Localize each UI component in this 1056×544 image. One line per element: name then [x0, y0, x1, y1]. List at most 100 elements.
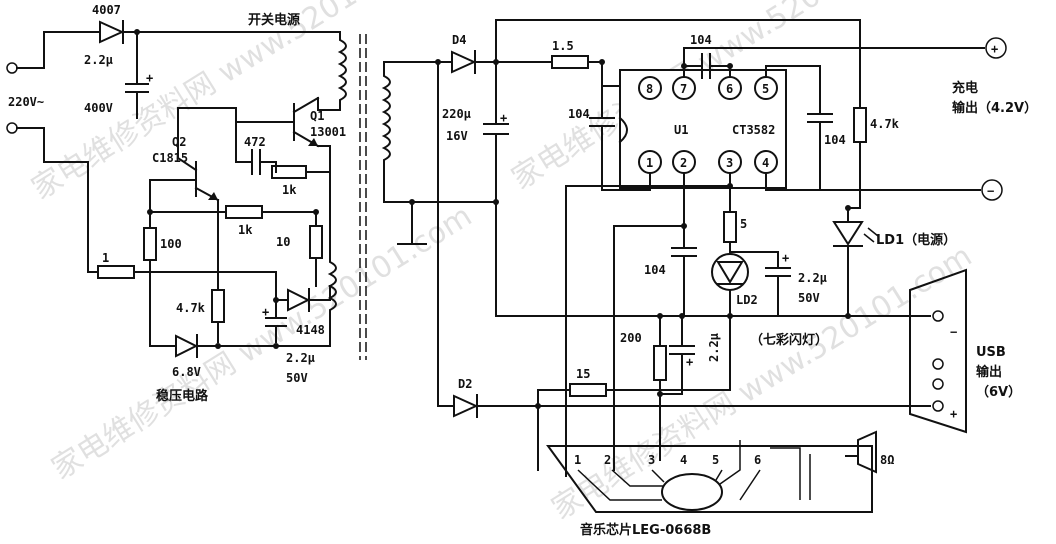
zener-6v8: 6.8V — [149, 269, 201, 379]
svg-text:+: + — [146, 71, 153, 85]
left-circuit: 220V~ 4007 开关电源 + 2.2μ 400V — [6, 3, 367, 404]
charge-output: + 充电 输出（4.2V） — [952, 37, 1037, 116]
cap-104-left: 104 — [568, 61, 651, 191]
cap-2u2-small: + 2.2μ — [659, 315, 721, 395]
right-circuit: D4 + 220μ 16V 1.5 104 U1 — [381, 19, 1037, 538]
svg-text:104: 104 — [568, 107, 590, 121]
svg-text:LD1（电源）: LD1（电源） — [876, 232, 956, 248]
svg-text:13001: 13001 — [310, 125, 346, 139]
ground-symbol — [397, 201, 427, 245]
svg-text:2.2μ: 2.2μ — [798, 271, 827, 285]
svg-text:4.7k: 4.7k — [870, 117, 900, 131]
svg-text:4: 4 — [680, 453, 687, 467]
svg-text:50V: 50V — [798, 291, 820, 305]
svg-text:1.5: 1.5 — [552, 39, 574, 53]
resistor-1k-mid: 1k — [147, 205, 319, 237]
svg-text:CT3582: CT3582 — [732, 123, 775, 137]
svg-text:50V: 50V — [286, 371, 308, 385]
svg-text:1: 1 — [574, 453, 581, 467]
svg-text:8Ω: 8Ω — [880, 453, 894, 467]
cap-104-bottom: 104 — [644, 172, 697, 317]
primary-winding — [337, 31, 347, 111]
cap-104-right: 104 — [765, 65, 846, 191]
svg-text:16V: 16V — [446, 129, 468, 143]
cap-472: 472 — [235, 135, 277, 175]
svg-text:400V: 400V — [84, 101, 113, 115]
svg-text:7: 7 — [680, 82, 687, 96]
svg-text:8: 8 — [646, 82, 653, 96]
svg-text:1: 1 — [102, 251, 109, 265]
svg-text:104: 104 — [824, 133, 846, 147]
usb-connector: − + USB 输出 （6V） — [909, 268, 1021, 434]
feedback-winding — [149, 239, 337, 347]
flash-label: （七彩闪灯） — [750, 332, 828, 348]
regulator-label: 稳压电路 — [156, 388, 209, 404]
led-ld2: LD2 — [711, 253, 758, 317]
svg-text:D2: D2 — [458, 377, 472, 391]
switch-psu-title: 开关电源 — [248, 12, 300, 28]
svg-text:+: + — [686, 355, 693, 369]
svg-text:200: 200 — [620, 331, 642, 345]
svg-text:1k: 1k — [282, 183, 297, 197]
transistor-q1: Q1 13001 — [292, 96, 346, 148]
cap-2u2-50v-left: + 2.2μ 50V — [262, 299, 315, 385]
ic-u1-ct3582: U1 CT3582 8 7 6 5 1 2 3 4 — [618, 69, 787, 189]
svg-text:4.7k: 4.7k — [176, 301, 206, 315]
watermark-text-3: 家电维修资料网 www.520101.com — [46, 198, 478, 486]
minus-output: − — [765, 172, 1003, 201]
secondary-winding — [381, 61, 413, 203]
watermark-layer: 家电维修资料网 www.520101.com 家电维修资料网 www.52010… — [26, 0, 978, 527]
svg-text:4: 4 — [762, 156, 769, 170]
svg-text:1: 1 — [646, 156, 653, 170]
svg-text:10: 10 — [276, 235, 290, 249]
svg-text:15: 15 — [576, 367, 590, 381]
resistor-1k-top: 1k — [271, 161, 331, 197]
cap-220u: + 220μ 16V — [442, 61, 509, 317]
svg-text:220μ: 220μ — [442, 107, 471, 121]
svg-text:+: + — [782, 251, 789, 265]
led-ld1: LD1（电源） — [832, 207, 956, 317]
svg-text:Q1: Q1 — [310, 109, 324, 123]
svg-text:5: 5 — [740, 217, 747, 231]
cap-2u2-400v: + 2.2μ 400V — [84, 29, 153, 119]
svg-text:3: 3 — [726, 156, 733, 170]
svg-text:LD2: LD2 — [736, 293, 758, 307]
svg-text:2.2μ: 2.2μ — [707, 333, 721, 362]
svg-text:USB: USB — [976, 345, 1006, 360]
svg-text:472: 472 — [244, 135, 266, 149]
svg-text:5: 5 — [712, 453, 719, 467]
svg-text:+: + — [991, 42, 998, 56]
ac-terminal-top — [6, 62, 18, 74]
svg-text:4148: 4148 — [296, 323, 325, 337]
svg-text:U1: U1 — [674, 123, 688, 137]
resistor-5: 5 — [723, 172, 747, 253]
resistor-15: 15 — [537, 315, 731, 407]
watermark-text-4: 家电维修资料网 www.520101.com — [546, 238, 978, 526]
svg-text:6.8V: 6.8V — [172, 365, 201, 379]
ac-input-label: 220V~ — [8, 95, 44, 109]
svg-text:+: + — [950, 407, 957, 421]
svg-text:音乐芯片LEG-0668B: 音乐芯片LEG-0668B — [580, 522, 711, 538]
svg-text:−: − — [987, 184, 994, 198]
svg-text:输出: 输出 — [976, 364, 1002, 380]
svg-text:4007: 4007 — [92, 3, 121, 17]
svg-text:100: 100 — [160, 237, 182, 251]
svg-text:1k: 1k — [238, 223, 253, 237]
resistor-200: 200 — [620, 315, 667, 397]
svg-text:D4: D4 — [452, 33, 466, 47]
svg-text:3: 3 — [648, 453, 655, 467]
svg-text:+: + — [500, 111, 507, 125]
cap-2u2-50v-right: + 2.2μ 50V — [729, 251, 827, 317]
svg-text:输出（4.2V）: 输出（4.2V） — [952, 100, 1037, 116]
svg-text:2.2μ: 2.2μ — [286, 351, 315, 365]
music-chip: 1 2 3 4 5 6 8Ω 音乐芯片LEG-0668B — [546, 430, 894, 538]
ac-terminal-bottom — [6, 122, 18, 134]
resistor-100: 100 — [143, 227, 182, 261]
svg-text:2: 2 — [680, 156, 687, 170]
svg-text:2.2μ: 2.2μ — [84, 53, 113, 67]
diode-4007: 4007 — [92, 3, 341, 44]
svg-text:C1815: C1815 — [152, 151, 188, 165]
svg-text:104: 104 — [690, 33, 712, 47]
diode-d2: D2 — [453, 377, 479, 418]
